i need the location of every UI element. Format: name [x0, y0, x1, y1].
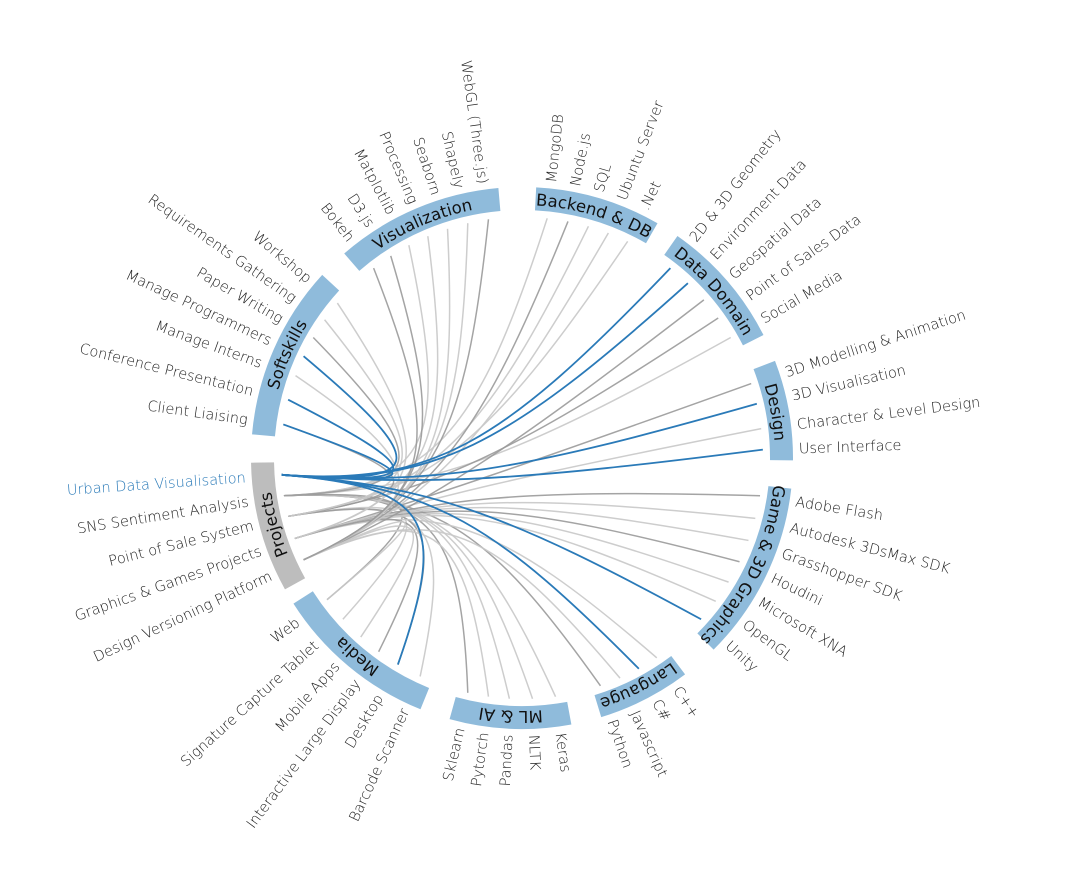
leaf-label-sql[interactable]: SQL	[592, 162, 615, 194]
edge-sns-sentiment-analysis-to-social-media	[283, 336, 732, 497]
group-label-design: Design	[761, 381, 790, 441]
group-arc-design[interactable]	[753, 360, 793, 461]
group-label-text: ML & AI	[477, 703, 543, 726]
edge-urban-data-visualisation-to-user-interface	[281, 448, 763, 482]
group-arc-data-domain[interactable]	[664, 236, 764, 346]
edges-layer	[281, 218, 763, 700]
leaf-label-mongodb[interactable]: MongoDB	[544, 113, 567, 183]
edge-sns-sentiment-analysis-to-paper-writing	[283, 336, 400, 497]
leaf-label-character-level-design[interactable]: Character & Level Design	[796, 395, 981, 433]
leaf-label-python[interactable]: Python	[604, 718, 635, 771]
group-arc-ml-ai[interactable]	[449, 696, 572, 729]
edge-urban-data-visualisation-to-desktop	[281, 473, 425, 665]
group-label-path	[629, 399, 775, 687]
edge-urban-data-visualisation-to-3d-visualisation	[281, 402, 758, 480]
group-arc-visualization[interactable]	[344, 188, 501, 271]
leaf-label-node-js[interactable]: Node.js	[568, 132, 594, 188]
leaf-label-c[interactable]: C#	[648, 697, 673, 724]
leaf-label-pytorch[interactable]: Pytorch	[469, 731, 492, 787]
group-label-ml-ai: ML & AI	[477, 703, 543, 726]
project-label-urban-data-visualisation[interactable]: Urban Data Visualisation	[66, 470, 246, 498]
edge-graphics-games-projects-to-character-level-design	[294, 427, 762, 540]
leaf-label-client-liaising[interactable]: Client Liaising	[146, 399, 248, 429]
group-arc-projects[interactable]	[251, 462, 306, 590]
leaf-label-unity[interactable]: Unity	[722, 638, 761, 675]
edge-design-versioning-platform-to-geospatial-data	[303, 299, 705, 561]
leaf-label-c[interactable]: C++	[669, 684, 702, 721]
group-arc-game-3d-graphics[interactable]	[697, 486, 792, 650]
leaf-label-adobe-flash[interactable]: Adobe Flash	[794, 494, 884, 524]
group-arc-media[interactable]	[293, 591, 430, 710]
edge-urban-data-visualisation-to-environment-data	[281, 282, 689, 478]
leaf-label-nltk[interactable]: NLTK	[525, 734, 543, 770]
edge-graphics-games-projects-to-c	[294, 518, 658, 659]
edge-point-of-sale-system-to-requirements-gathering	[288, 319, 403, 518]
edge-design-versioning-platform-to-pytorch	[303, 530, 490, 697]
edge-graphics-games-projects-to-workshop	[294, 302, 408, 540]
group-arc-softskills[interactable]	[252, 274, 340, 437]
leaf-label-sklearn[interactable]: Sklearn	[441, 726, 469, 783]
edge-urban-data-visualisation-to-manage-programmers	[281, 355, 398, 479]
edge-sns-sentiment-analysis-to-keras	[283, 494, 557, 697]
edge-design-versioning-platform-to-mobile-apps	[303, 525, 415, 638]
leaf-label-shapely[interactable]: Shapely	[438, 130, 467, 190]
leaf-label-web[interactable]: Web	[268, 615, 303, 647]
edge-design-versioning-platform-to-d3-js	[303, 255, 424, 561]
group-label-text: Design	[761, 381, 790, 441]
group-arc-backend-db[interactable]	[534, 187, 658, 244]
edge-urban-data-visualisation-to-client-liaising	[281, 423, 394, 480]
leaf-label-keras[interactable]: Keras	[552, 731, 573, 773]
group-arc-langauge[interactable]	[594, 656, 686, 718]
edge-sns-sentiment-analysis-to-mongodb	[283, 218, 548, 497]
leaf-label-net[interactable]: .Net	[637, 179, 665, 213]
leaf-label-pandas[interactable]: Pandas	[498, 734, 517, 787]
edge-graphics-games-projects-to-opengl	[294, 514, 717, 603]
edge-sns-sentiment-analysis-to-nltk	[283, 494, 534, 700]
leaf-label-user-interface[interactable]: User Interface	[799, 438, 902, 458]
